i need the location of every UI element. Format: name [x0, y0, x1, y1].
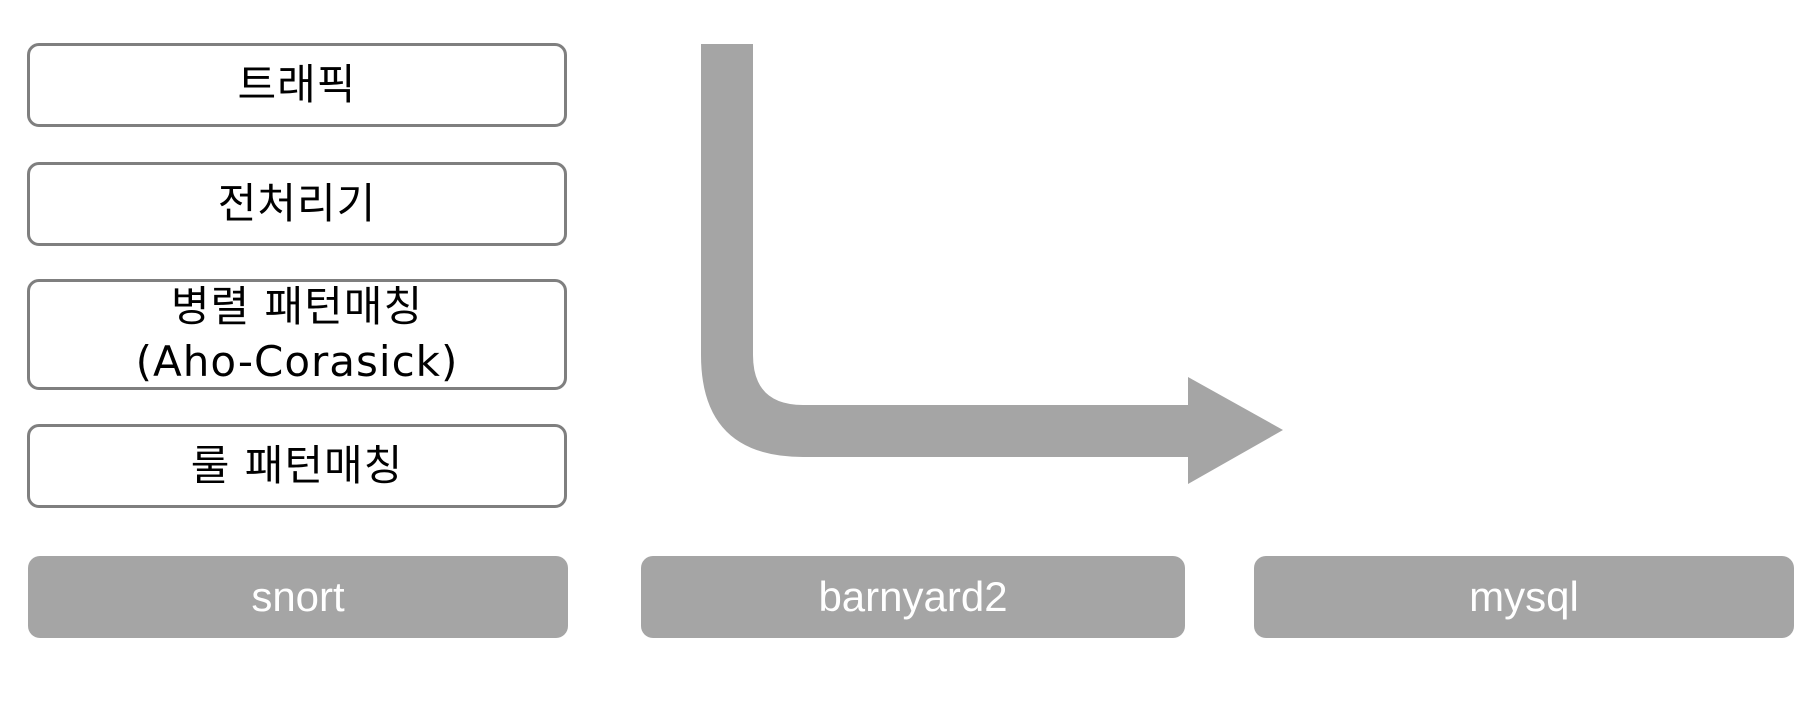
- traffic-label: 트래픽: [237, 59, 357, 109]
- mysql-label: mysql: [1469, 573, 1579, 620]
- parallel-pattern-matching-box: 병렬 패턴매칭 (Aho-Corasick): [27, 279, 567, 390]
- rule-pattern-matching-box: 룰 패턴매칭: [27, 424, 567, 508]
- rule-pattern-matching-label: 룰 패턴매칭: [190, 440, 404, 490]
- traffic-box: 트래픽: [27, 43, 567, 127]
- parallel-pattern-matching-label: 병렬 패턴매칭: [170, 281, 424, 331]
- snort-label: snort: [251, 573, 345, 620]
- barnyard2-box: barnyard2: [641, 556, 1185, 638]
- barnyard2-label: barnyard2: [818, 573, 1008, 620]
- bent-arrow-shape: [701, 44, 1283, 484]
- aho-corasick-label: (Aho-Corasick): [135, 336, 459, 386]
- mysql-box: mysql: [1254, 556, 1794, 638]
- snort-box: snort: [28, 556, 568, 638]
- preprocessor-box: 전처리기: [27, 162, 567, 246]
- preprocessor-label: 전처리기: [217, 178, 377, 228]
